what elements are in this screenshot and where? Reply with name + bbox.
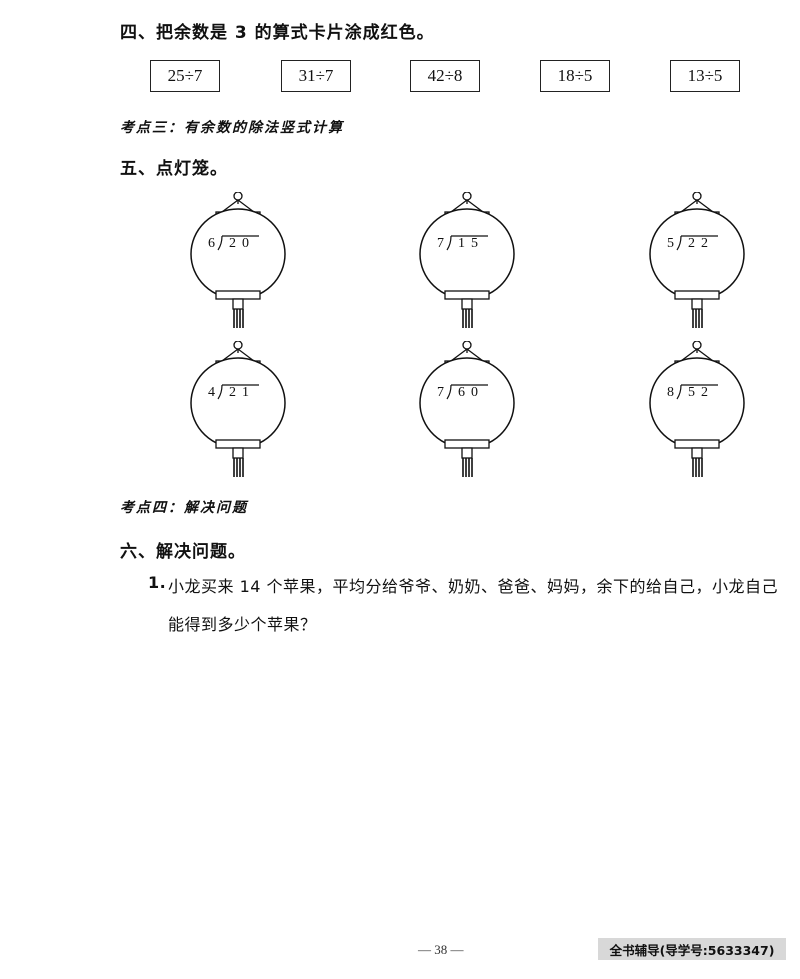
section5-title: 五、点灯笼。 xyxy=(120,159,228,179)
kaodian3-heading: 考点三：有余数的除法竖式计算 xyxy=(120,120,344,136)
divisor: 5 xyxy=(667,236,674,251)
divisor: 7 xyxy=(437,385,444,400)
dividend: 20 xyxy=(229,236,255,251)
expression-card[interactable]: 42÷8 xyxy=(410,60,480,92)
lantern[interactable]: 7 60 xyxy=(418,341,528,481)
lantern[interactable]: 8 52 xyxy=(648,341,758,481)
divisor: 7 xyxy=(437,236,444,251)
lantern[interactable]: 4 21 xyxy=(189,341,299,481)
lantern-drawing xyxy=(190,192,286,328)
divisor: 8 xyxy=(667,385,674,400)
divisor: 4 xyxy=(208,385,215,400)
problem-number: 1. xyxy=(148,573,167,592)
lantern-drawing xyxy=(419,341,515,477)
lantern-drawing xyxy=(649,192,745,328)
expression-card[interactable]: 13÷5 xyxy=(670,60,740,92)
section4-title: 四、把余数是 3 的算式卡片涂成红色。 xyxy=(120,23,435,43)
lantern-drawing xyxy=(419,192,515,328)
dividend: 60 xyxy=(458,385,484,400)
divisor: 6 xyxy=(208,236,215,251)
dividend: 15 xyxy=(458,236,484,251)
dividend: 52 xyxy=(688,385,714,400)
lantern[interactable]: 5 22 xyxy=(648,192,758,332)
dividend: 22 xyxy=(688,236,714,251)
section6-title: 六、解决问题。 xyxy=(120,542,246,562)
dividend: 21 xyxy=(229,385,255,400)
lantern[interactable]: 6 20 xyxy=(189,192,299,332)
page-number: — 38 — xyxy=(418,942,464,957)
expression-card[interactable]: 31÷7 xyxy=(281,60,351,92)
problem-text-line2: 能得到多少个苹果？ xyxy=(168,615,317,634)
lantern-drawing xyxy=(649,341,745,477)
lantern-drawing xyxy=(190,341,286,477)
problem-text-line1: 小龙买来 14 个苹果，平均分给爷爷、奶奶、爸爸、妈妈，余下的给自己，小龙自己 xyxy=(168,577,779,596)
lantern[interactable]: 7 15 xyxy=(418,192,528,332)
guide-badge: 全书辅导(导学号:5633347) xyxy=(598,938,786,960)
kaodian4-heading: 考点四：解决问题 xyxy=(120,500,248,516)
expression-card[interactable]: 25÷7 xyxy=(150,60,220,92)
expression-card[interactable]: 18÷5 xyxy=(540,60,610,92)
